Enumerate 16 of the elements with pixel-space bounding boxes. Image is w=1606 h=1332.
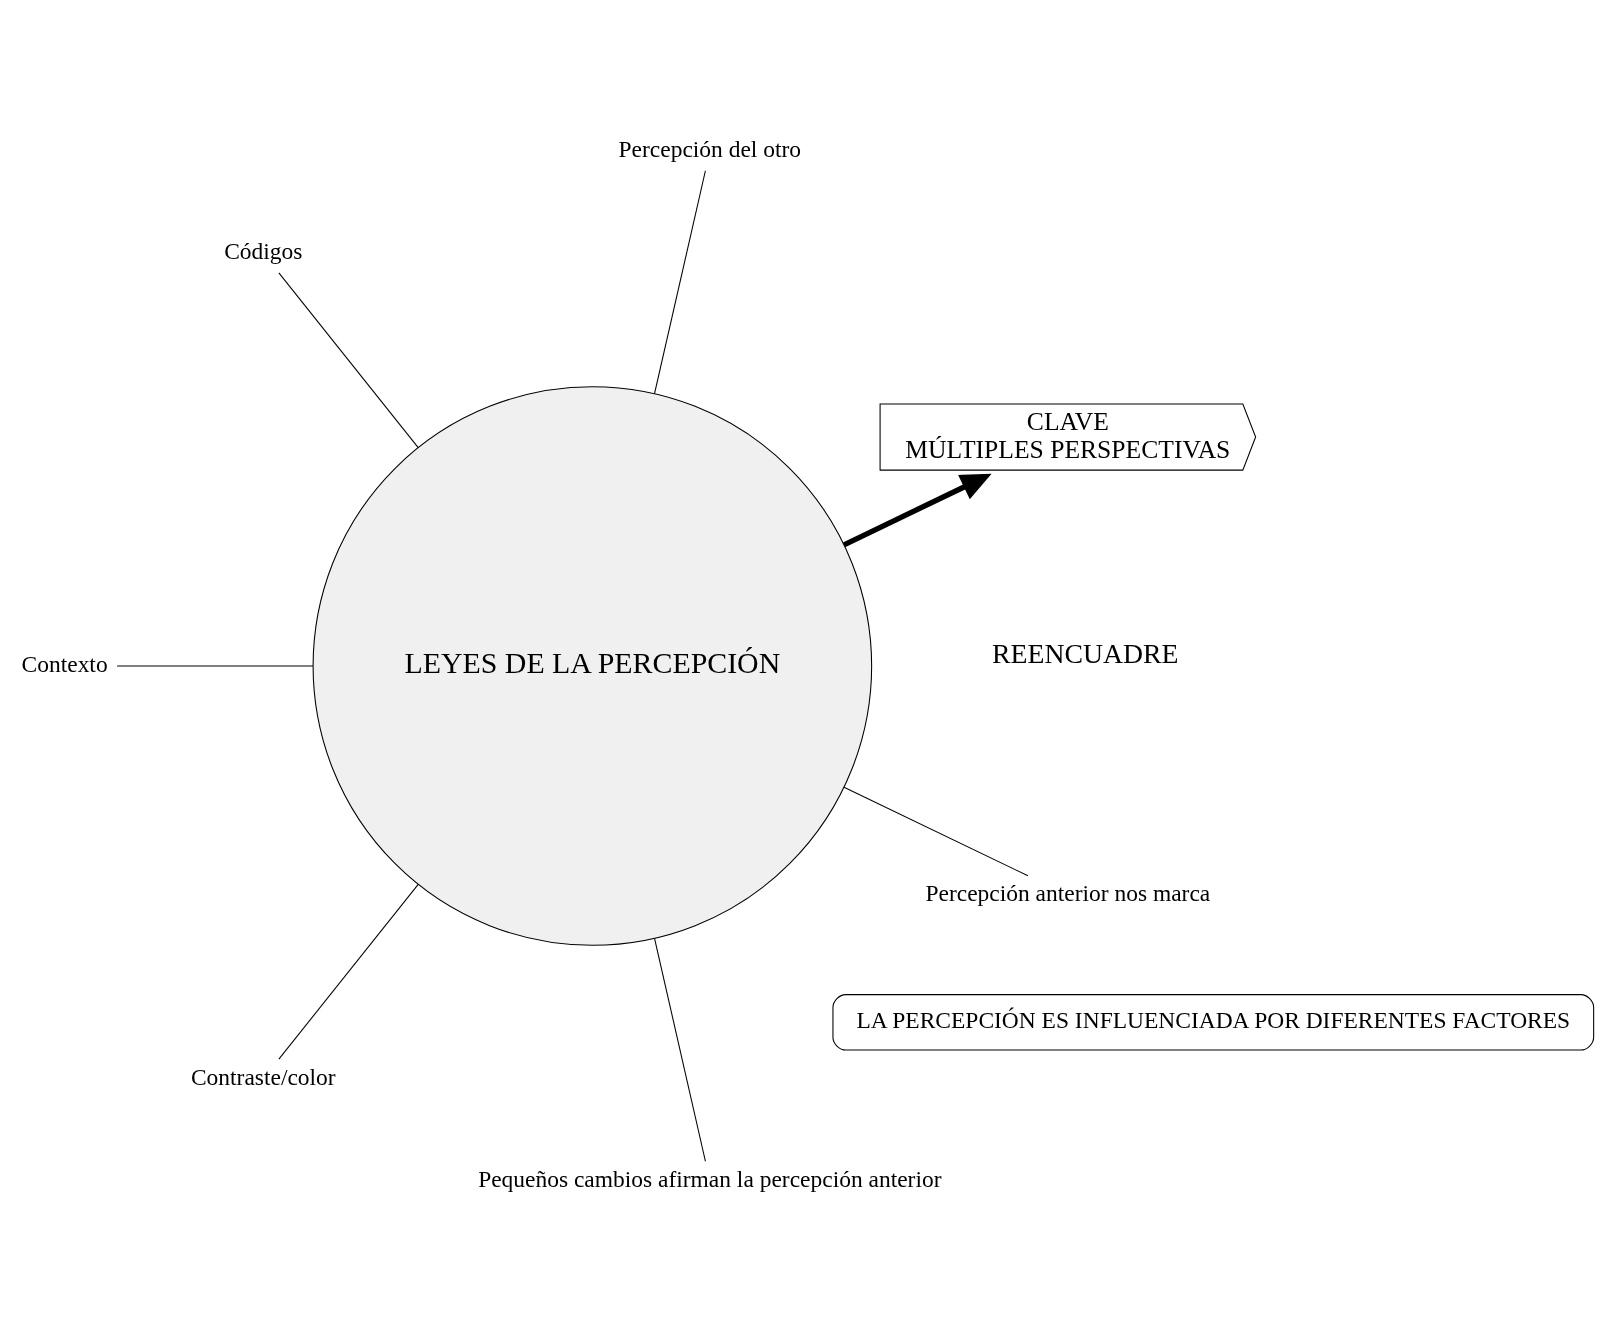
node-text: Pequeños cambios afirman la percepción anterior xyxy=(478,1165,942,1192)
node-text: Códigos xyxy=(224,238,303,265)
label: REENCUADRE xyxy=(992,638,1179,670)
node-text: Contraste/color xyxy=(190,1063,336,1090)
node-text: Percepción del otro xyxy=(618,136,802,163)
connector xyxy=(654,937,706,1162)
connector xyxy=(278,883,419,1060)
connector xyxy=(116,665,314,667)
arrow xyxy=(842,473,992,548)
connector xyxy=(278,272,419,449)
connector xyxy=(654,170,706,395)
node-text: Percepción anterior nos marca xyxy=(925,879,1211,906)
connector xyxy=(843,786,1029,877)
node-text: Contexto xyxy=(21,650,108,677)
node-circle: LEYES DE LA PERCEPCIÓN xyxy=(312,386,873,946)
node-box: LA PERCEPCIÓN ES INFLUENCIADA POR DIFERENTES FACTORES xyxy=(832,994,1595,1051)
